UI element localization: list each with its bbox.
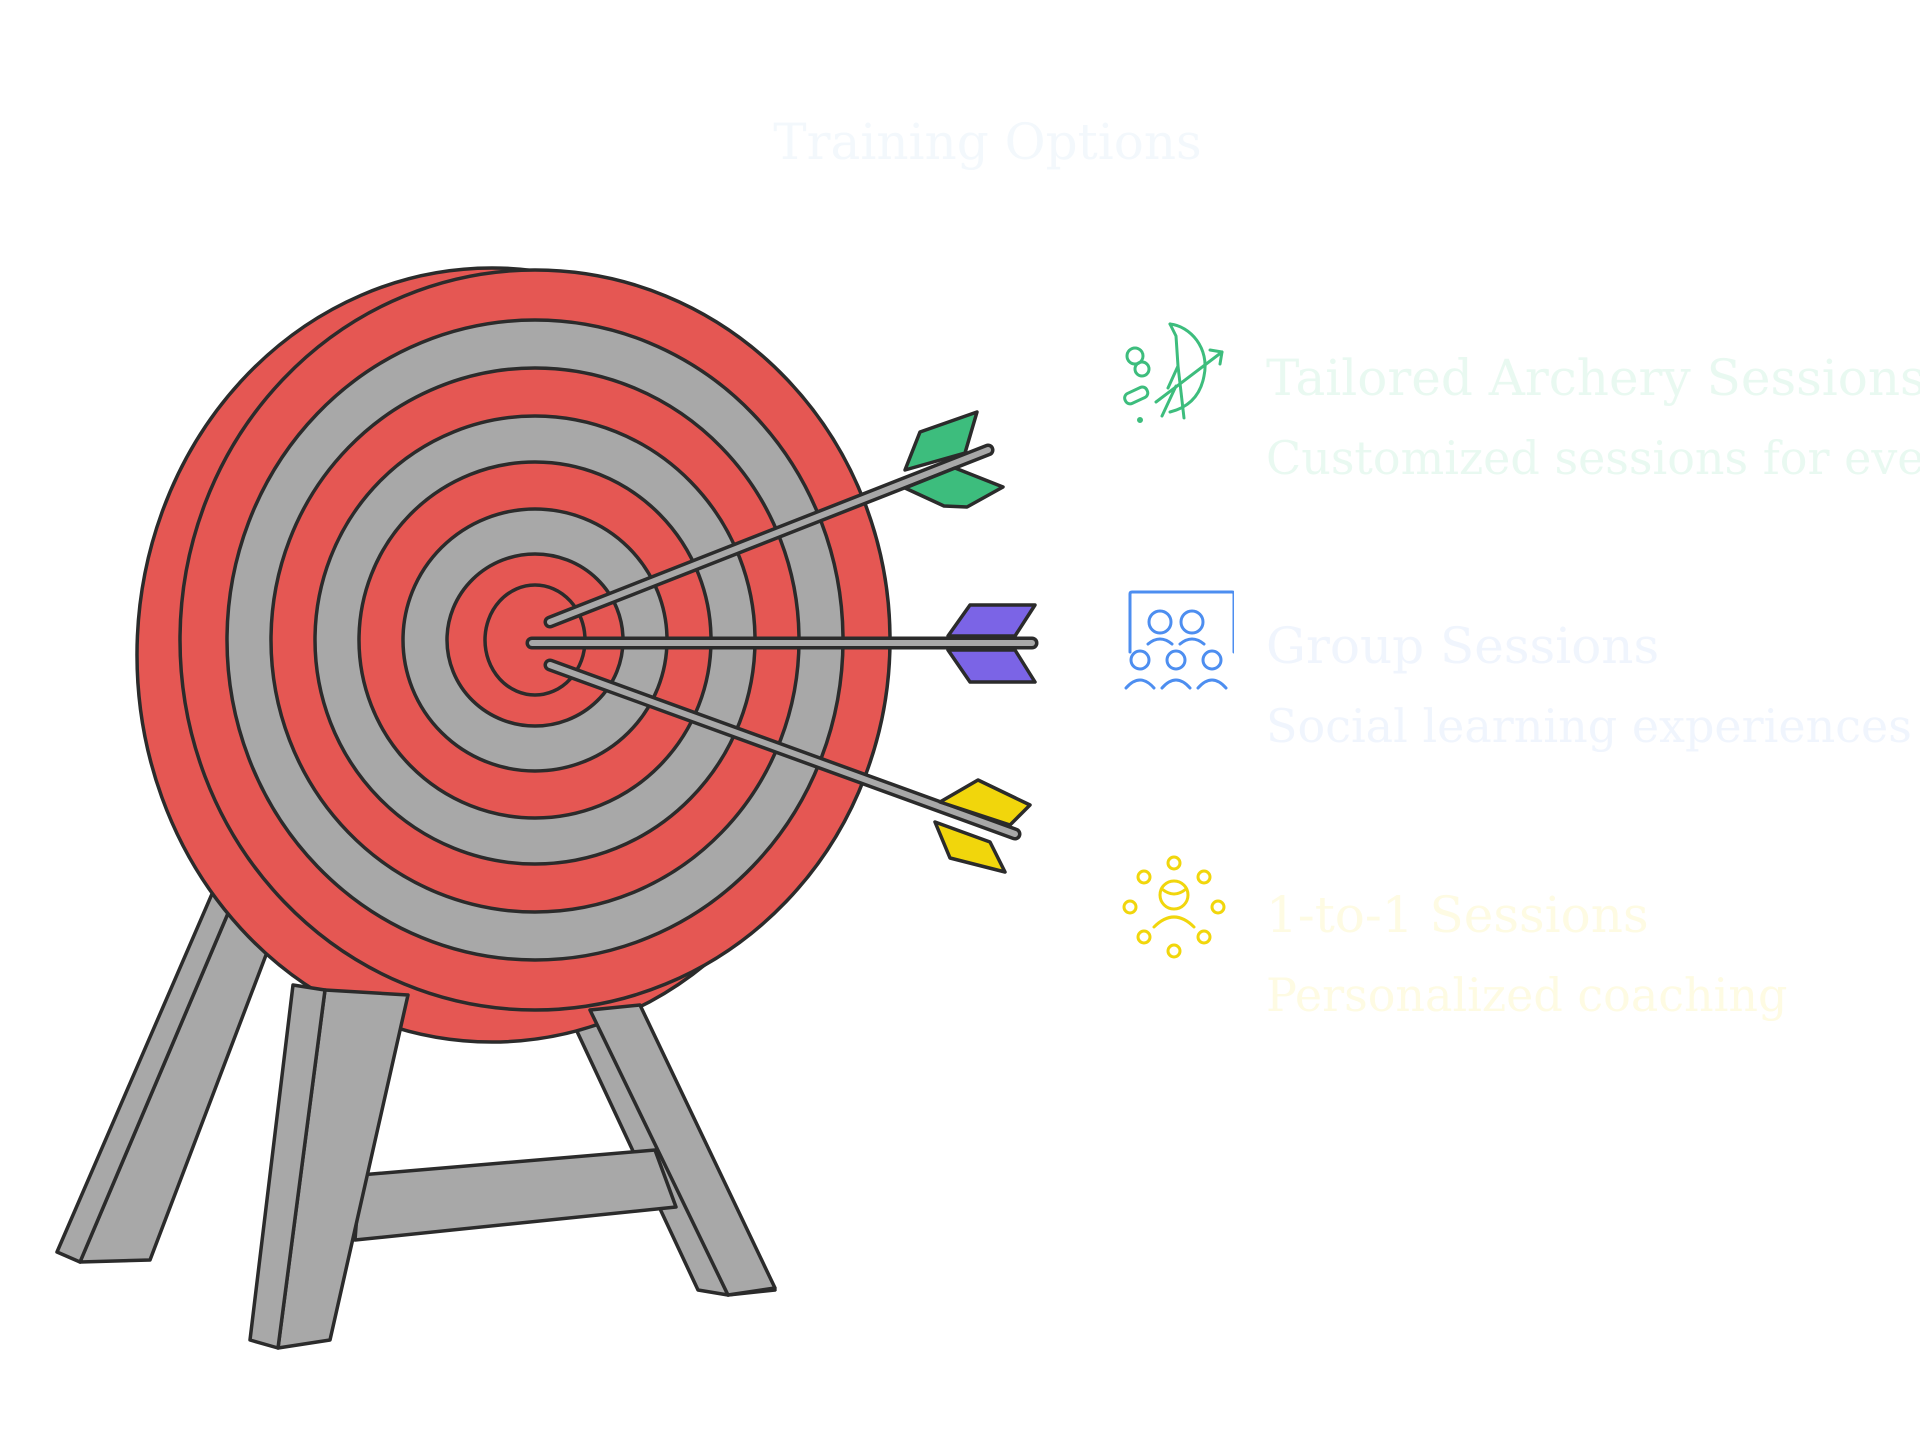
stand-front-leg-left xyxy=(248,983,410,1350)
arrow-purple xyxy=(525,603,1039,684)
option-description: Social learning experiences xyxy=(1266,699,1912,753)
diagram-title: Training Options xyxy=(773,113,1202,171)
coach-icon xyxy=(1122,855,1226,959)
option-heading: Group Sessions xyxy=(1266,617,1660,675)
group-icon xyxy=(1124,590,1234,690)
option-heading: Tailored Archery Sessions xyxy=(1266,349,1920,407)
archer-icon xyxy=(1123,322,1224,423)
stand-front-leg-right xyxy=(588,1003,777,1297)
stand-crossbar xyxy=(353,1148,678,1242)
arrow-yellow xyxy=(543,658,1032,874)
arrow-green xyxy=(543,410,1005,629)
option-description: Personalized coaching xyxy=(1266,968,1788,1022)
option-heading: 1-to-1 Sessions xyxy=(1266,886,1649,944)
option-description: Customized sessions for events xyxy=(1266,431,1920,485)
